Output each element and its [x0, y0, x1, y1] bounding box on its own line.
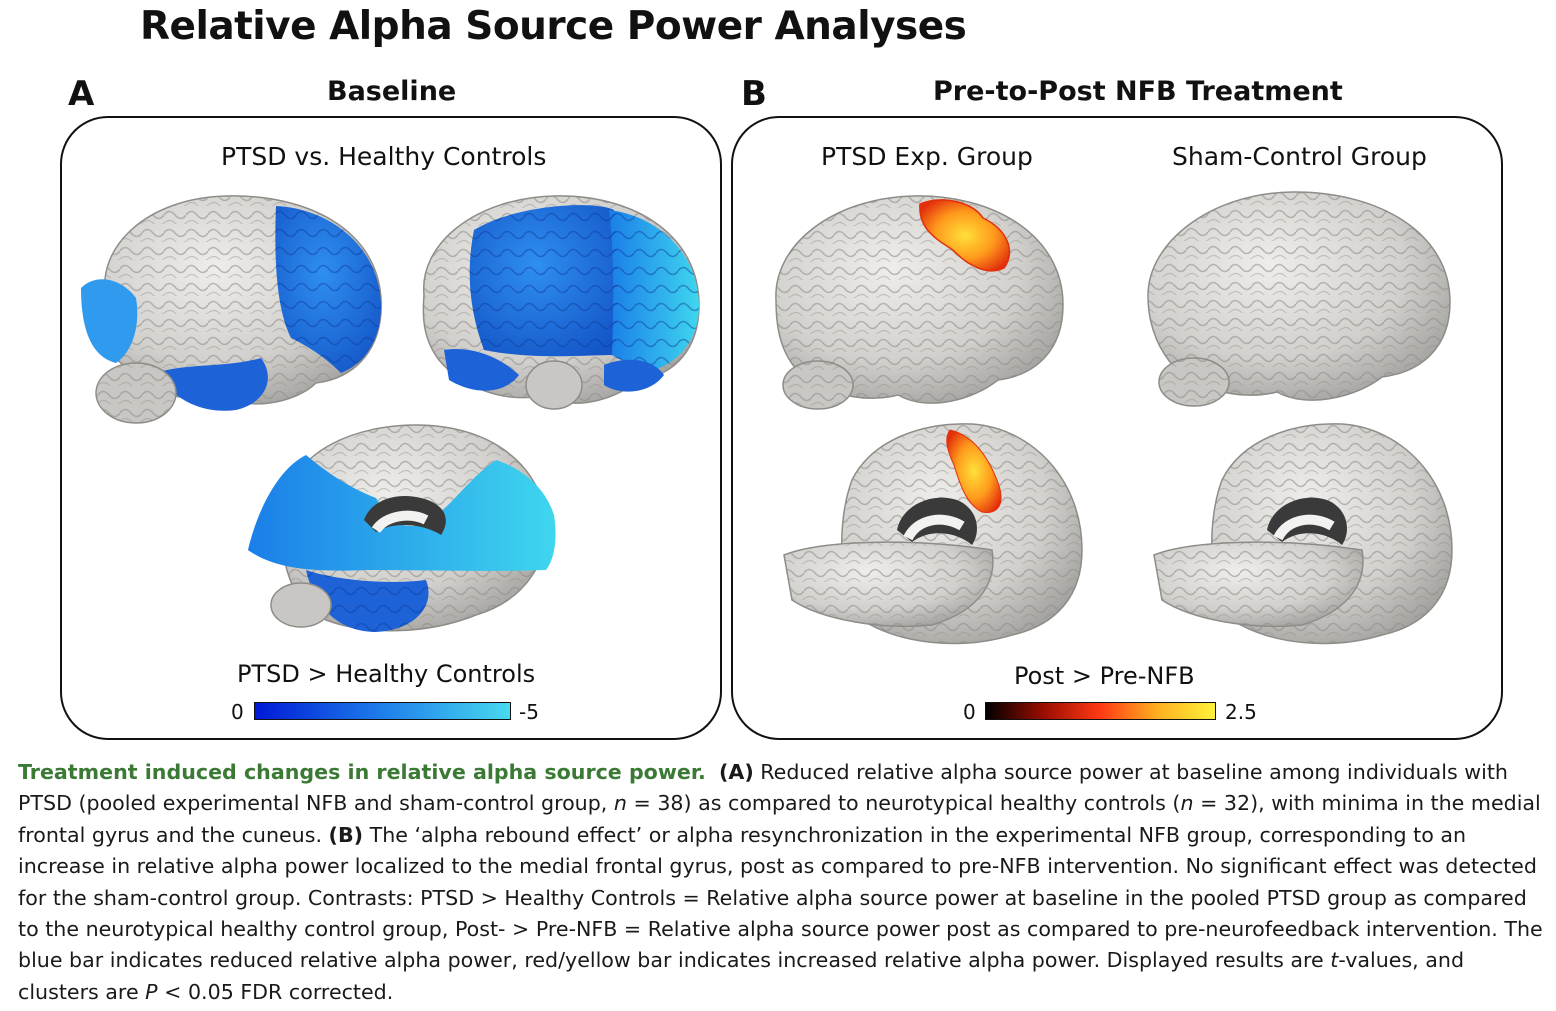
- panel-a-title: Baseline: [327, 76, 457, 107]
- panel-b-title: Pre-to-Post NFB Treatment: [933, 76, 1343, 107]
- colorbar-b-max: 2.5: [1225, 700, 1257, 724]
- caption-p-var: P: [145, 979, 158, 1004]
- caption-label-b: (B): [328, 822, 364, 847]
- figure-title: Relative Alpha Source Power Analyses: [140, 4, 967, 49]
- caption-label-a: (A): [718, 760, 754, 784]
- caption-text-b3: < 0.05 FDR corrected.: [157, 979, 394, 1004]
- colorbar-a: [254, 702, 511, 720]
- caption-title: Treatment induced changes in relative al…: [18, 760, 706, 784]
- caption-text-b2: -values, and clusters are: [18, 948, 1465, 1004]
- caption-n-var-2: n: [1180, 791, 1194, 816]
- figure-caption: Treatment induced changes in relative al…: [18, 757, 1543, 1008]
- group-ptsd-exp-label: PTSD Exp. Group: [821, 142, 1033, 171]
- colorbar-a-min: 0: [231, 700, 244, 724]
- caption-text-a2: = 38) as compared to neurotypical health…: [626, 791, 1181, 816]
- colorbar-b-label: Post > Pre-NFB: [1014, 662, 1195, 690]
- colorbar-a-label: PTSD > Healthy Controls: [237, 660, 536, 688]
- panel-b-letter: B: [741, 74, 767, 114]
- brain-a-lateral-left: [81, 195, 382, 424]
- brain-b-ptsd-medial: [783, 423, 1083, 645]
- caption-text-a3: = 32), with minima in the medial frontal…: [18, 791, 1541, 847]
- colorbar-b: [985, 702, 1216, 720]
- brain-a-lateral-right: [422, 195, 700, 410]
- caption-n-var-1: n: [613, 791, 627, 816]
- brain-b-sham-lateral: [1147, 191, 1451, 407]
- panel-a-letter: A: [68, 74, 95, 114]
- brain-a-medial: [248, 424, 556, 632]
- caption-text-b1: The ‘alpha rebound effect’ or alpha resy…: [18, 822, 1543, 973]
- brain-b-sham-medial: [1153, 423, 1453, 645]
- caption-t-var: t: [1330, 948, 1339, 973]
- brain-b-ptsd-lateral: [775, 195, 1064, 410]
- colorbar-b-min: 0: [963, 700, 976, 724]
- caption-text-a1: Reduced relative alpha source power at b…: [18, 760, 1508, 816]
- panel-a-subtitle: PTSD vs. Healthy Controls: [221, 142, 547, 171]
- group-sham-control-label: Sham-Control Group: [1172, 142, 1427, 171]
- colorbar-a-max: -5: [519, 700, 539, 724]
